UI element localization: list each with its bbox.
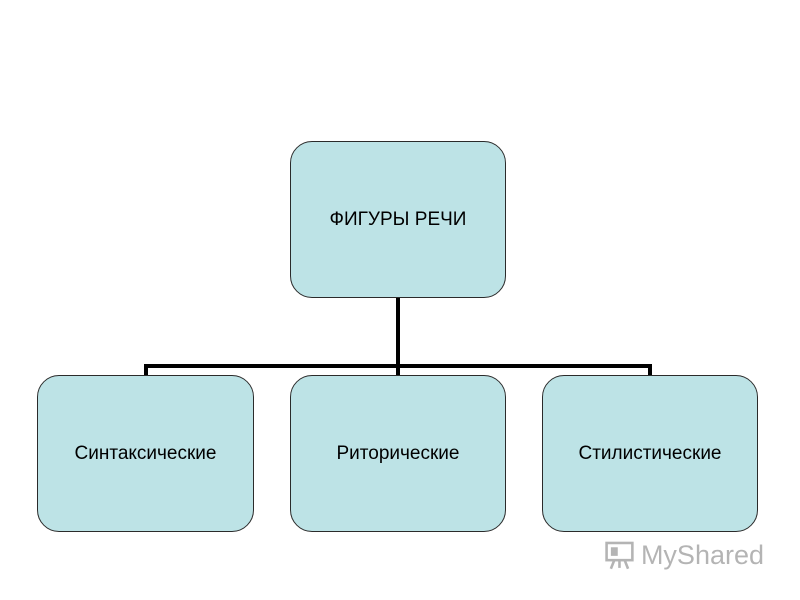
presentation-board-icon — [605, 541, 634, 570]
child-node-rhetorical: Риторические — [290, 375, 506, 532]
child-node-label: Стилистические — [578, 442, 722, 464]
child-node-syntactic: Синтаксические — [37, 375, 254, 532]
watermark-logo: MyShared — [604, 535, 764, 575]
root-node: ФИГУРЫ РЕЧИ — [290, 141, 506, 298]
root-node-label: ФИГУРЫ РЕЧИ — [329, 208, 467, 230]
child-node-label: Риторические — [336, 442, 460, 464]
child-node-label: Синтаксические — [74, 442, 217, 464]
watermark-text: MyShared — [640, 539, 764, 570]
child-node-stylistic: Стилистические — [542, 375, 758, 532]
